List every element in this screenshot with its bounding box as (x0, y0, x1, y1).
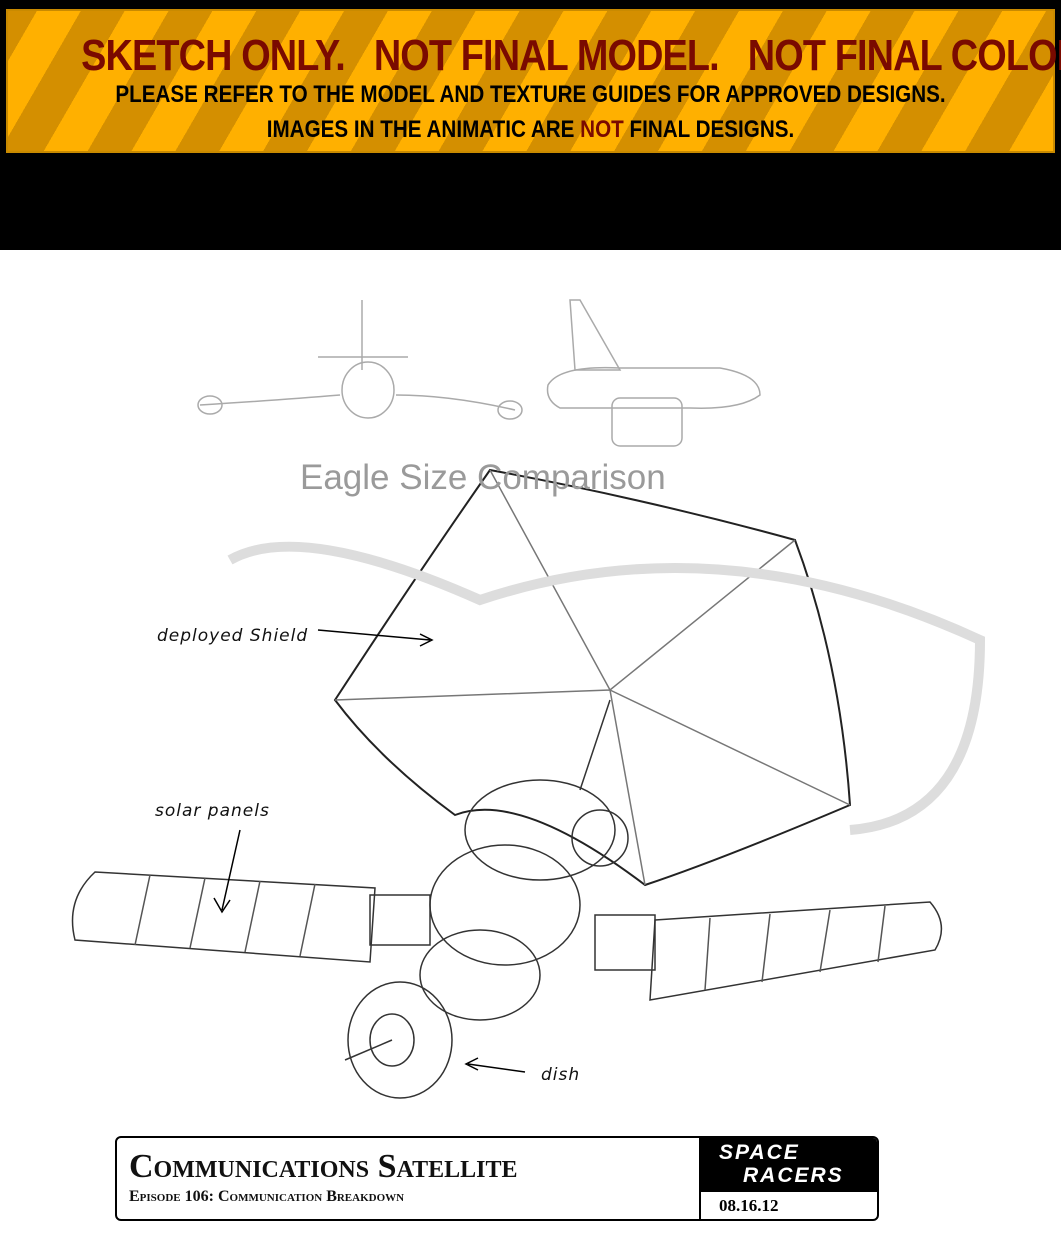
satellite-body (369, 699, 656, 1021)
banner-line-3-post: FINAL DESIGNS. (623, 116, 795, 143)
logo-line-1: SPACE (719, 1141, 800, 1164)
banner-headline: SKETCH ONLY. NOT FINAL MODEL. NOT FINAL … (81, 31, 1061, 80)
deployed-shield (227, 468, 986, 887)
top-black-bar: SKETCH ONLY. NOT FINAL MODEL. NOT FINAL … (0, 0, 1061, 250)
banner-line-3: IMAGES IN THE ANIMATIC ARE NOT FINAL DES… (81, 116, 980, 144)
space-racers-logo: SPACE RACERS (699, 1138, 877, 1190)
dish-annotation: dish (541, 1065, 581, 1085)
satellite-sketch (71, 299, 986, 1099)
shield-annotation: deployed Shield (157, 626, 309, 646)
logo-line-2: RACERS (743, 1164, 844, 1187)
banner-line-3-pre: IMAGES IN THE ANIMATIC ARE (266, 116, 581, 143)
date-box: 08.16.12 (699, 1190, 877, 1221)
sheet-date: 08.16.12 (719, 1196, 779, 1215)
solar-panel-left (71, 871, 376, 963)
eagle-side-view (546, 299, 761, 447)
title-block: Communications Satellite Episode 106: Co… (115, 1136, 879, 1221)
eagle-size-caption: Eagle Size Comparison (300, 458, 666, 497)
solar-panels-annotation: solar panels (155, 801, 270, 821)
annotation-arrows (213, 629, 526, 1073)
warning-banner: SKETCH ONLY. NOT FINAL MODEL. NOT FINAL … (6, 9, 1061, 153)
episode-subtitle: Episode 106: Communication Breakdown (129, 1188, 405, 1205)
sheet-title: Communications Satellite (129, 1148, 518, 1185)
banner-line-2: PLEASE REFER TO THE MODEL AND TEXTURE GU… (115, 81, 946, 108)
dish (344, 981, 453, 1099)
banner-line-3-emphasis: NOT (580, 116, 624, 143)
solar-panel-right (649, 901, 943, 1001)
eagle-front-view (197, 300, 523, 420)
